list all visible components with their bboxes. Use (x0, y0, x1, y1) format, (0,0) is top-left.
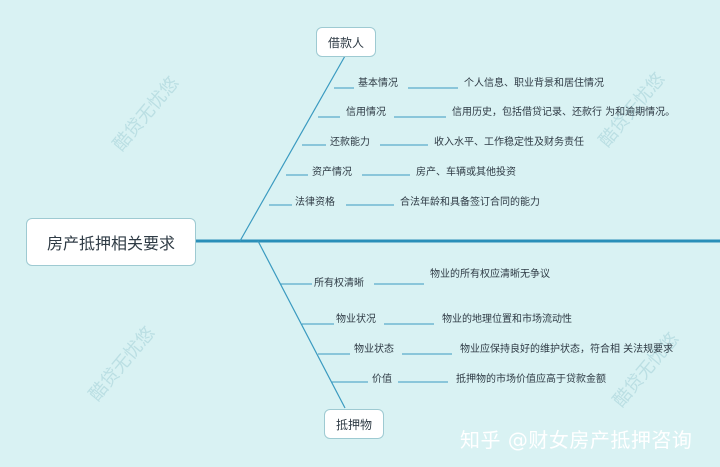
collateral-item-detail: 物业的所有权应清晰无争议 (430, 269, 550, 280)
collateral-item-label: 所有权清晰 (314, 278, 364, 289)
borrower-item-label: 资产情况 (312, 167, 352, 178)
top-diagonal (239, 55, 346, 242)
borrower-node[interactable]: 借款人 (316, 27, 376, 57)
root-node[interactable]: 房产抵押相关要求 (26, 218, 196, 266)
borrower-item-label: 信用情况 (346, 107, 386, 118)
collateral-node[interactable]: 抵押物 (324, 409, 384, 439)
borrower-item-detail: 个人信息、职业背景和居住情况 (464, 78, 604, 89)
borrower-item-label: 基本情况 (358, 78, 398, 89)
bottom-diagonal (257, 240, 346, 409)
borrower-item-detail: 信用历史，包括借贷记录、还款行 为和逾期情况。 (452, 107, 676, 118)
borrower-item-label: 法律资格 (295, 197, 335, 208)
borrower-item-detail: 收入水平、工作稳定性及财务责任 (434, 137, 584, 148)
collateral-item-detail: 物业的地理位置和市场流动性 (442, 314, 572, 325)
collateral-item-detail: 抵押物的市场价值应高于贷款金额 (456, 374, 606, 385)
borrower-item-detail: 房产、车辆或其他投资 (416, 167, 516, 178)
collateral-item-detail: 物业应保持良好的维护状态，符合相 关法规要求 (460, 344, 674, 355)
collateral-item-label: 物业状态 (354, 344, 394, 355)
collateral-item-label: 价值 (372, 374, 392, 385)
collateral-item-label: 物业状况 (336, 314, 376, 325)
borrower-item-detail: 合法年龄和具备签订合同的能力 (400, 197, 540, 208)
author-credit: 知乎 @财女房产抵押咨询 (460, 428, 693, 452)
borrower-item-label: 还款能力 (330, 137, 370, 148)
